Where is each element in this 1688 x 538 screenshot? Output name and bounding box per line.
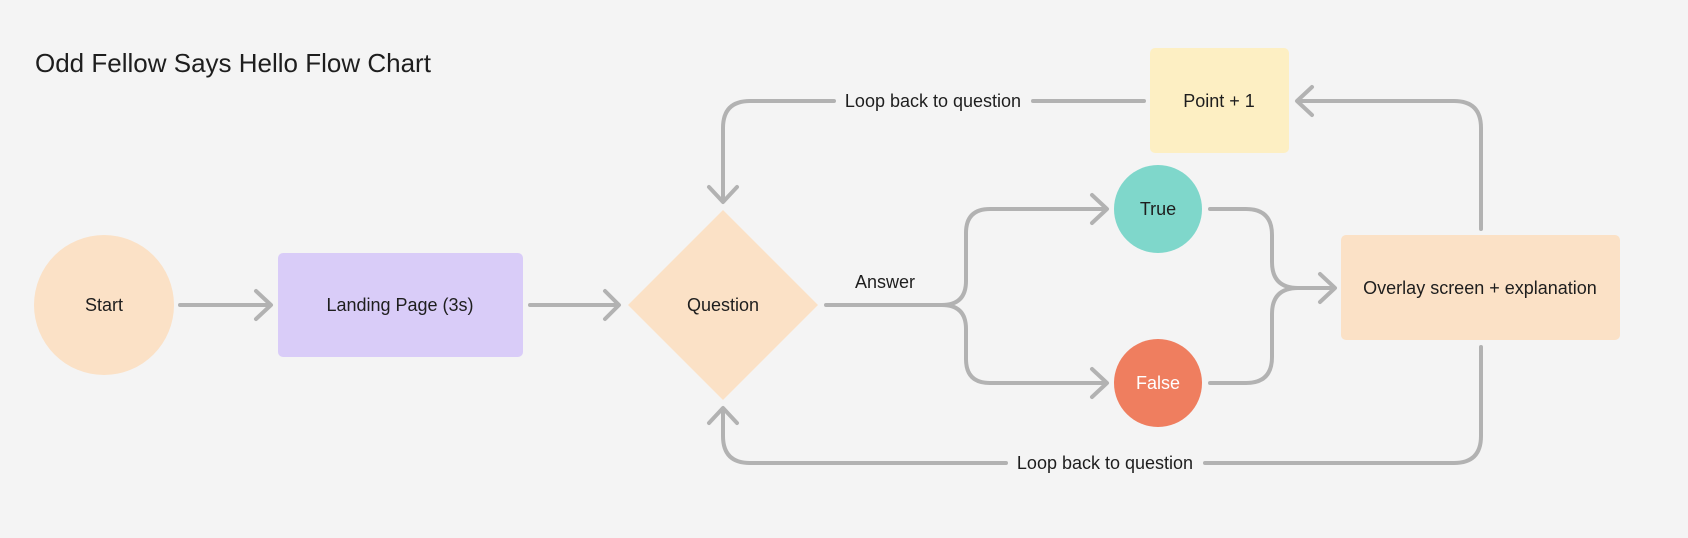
node-start: Start <box>34 235 174 375</box>
overlay-screen-label: Overlay screen + explanation <box>1363 278 1597 298</box>
landing-page-label: Landing Page (3s) <box>326 295 473 315</box>
connector-false-to-overlay <box>1208 286 1336 385</box>
connectors <box>178 85 1483 465</box>
connector-loop-bottom-left <box>721 407 1008 465</box>
true-shape <box>1114 165 1202 253</box>
start-shape <box>34 235 174 375</box>
arrowhead-landing <box>254 289 273 321</box>
arrowhead-false <box>1090 367 1109 399</box>
node-point-plus-one: Point + 1 <box>1150 48 1289 153</box>
arrowhead-true <box>1090 193 1109 225</box>
node-false: False <box>1114 339 1202 427</box>
landing-page-shape <box>278 253 523 357</box>
question-label: Question <box>687 295 759 315</box>
node-landing-page: Landing Page (3s) <box>278 253 523 357</box>
node-overlay-screen: Overlay screen + explanation <box>1341 235 1620 340</box>
node-question: Question <box>628 210 818 400</box>
connector-question-to-false <box>940 303 1108 385</box>
overlay-screen-shape <box>1341 235 1620 340</box>
false-label: False <box>1136 373 1180 393</box>
arrowhead-question-left <box>603 289 621 321</box>
arrowhead-question-top <box>707 185 739 204</box>
arrowhead-point <box>1295 85 1314 117</box>
connector-question-to-true <box>824 207 1108 307</box>
connector-true-to-overlay <box>1208 207 1336 290</box>
true-label: True <box>1140 199 1176 219</box>
false-shape <box>1114 339 1202 427</box>
diagram-title: Odd Fellow Says Hello Flow Chart <box>35 48 431 78</box>
point-plus-one-label: Point + 1 <box>1183 91 1255 111</box>
connector-loop-top-left <box>721 99 836 203</box>
start-label: Start <box>85 295 123 315</box>
edge-label-loop-top: Loop back to question <box>845 91 1021 111</box>
arrowhead-overlay <box>1318 272 1337 304</box>
edge-label-answer: Answer <box>855 272 915 292</box>
point-plus-one-shape <box>1150 48 1289 153</box>
node-true: True <box>1114 165 1202 253</box>
connector-loop-bottom-right <box>1203 345 1483 465</box>
connector-overlay-to-point <box>1296 99 1483 231</box>
edge-label-loop-bottom: Loop back to question <box>1017 453 1193 473</box>
question-shape <box>628 210 818 400</box>
arrowhead-question-bottom <box>707 406 739 425</box>
